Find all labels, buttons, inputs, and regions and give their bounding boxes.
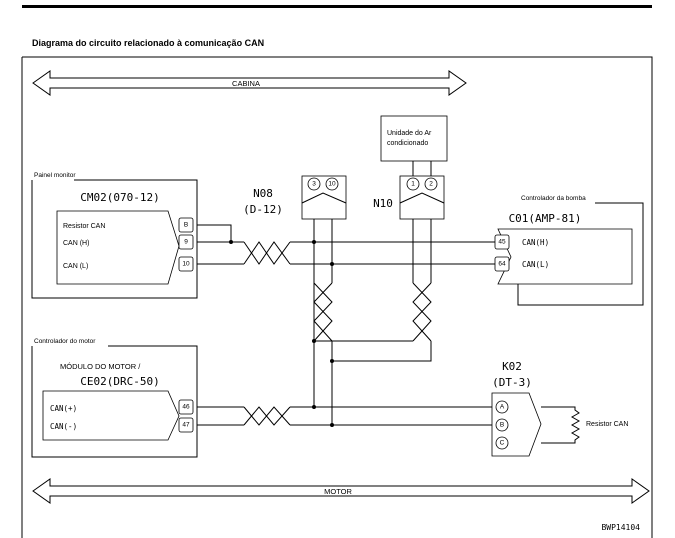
pin-box bbox=[495, 400, 509, 414]
pin-box bbox=[406, 177, 420, 191]
bomba-module-box bbox=[497, 228, 633, 285]
motor-arrow bbox=[32, 478, 650, 504]
motor-section-label: Controlador do motor bbox=[34, 338, 96, 345]
ar-unit-box bbox=[380, 115, 448, 162]
twist-n10-b bbox=[412, 282, 432, 342]
junction-dot bbox=[330, 262, 334, 266]
controlador-motor: Controlador do motor MÓDULO DO MOTOR / C… bbox=[31, 338, 198, 458]
k02-code: (DT-3) bbox=[492, 376, 532, 389]
bomba-row-can-h: CAN(H) bbox=[522, 238, 549, 247]
n08-code: (D-12) bbox=[243, 203, 283, 216]
pin-label: A bbox=[500, 404, 505, 411]
ar-condicionado-unit: Unidade do Ar condicionado bbox=[380, 115, 448, 176]
resistor-can-symbol bbox=[541, 406, 581, 444]
painel-module-box bbox=[56, 210, 180, 285]
pin-box bbox=[494, 256, 510, 272]
pin-box bbox=[178, 217, 194, 233]
bomba-section-label: Controlador da bomba bbox=[521, 195, 586, 202]
pin-label: 2 bbox=[429, 181, 433, 188]
pin-box bbox=[307, 177, 321, 191]
cabina-label: CABINA bbox=[232, 79, 260, 88]
motor-row-can-minus: CAN(-) bbox=[50, 422, 77, 431]
k02-resistor-label: Resistor CAN bbox=[586, 421, 628, 428]
junction-dot bbox=[229, 240, 233, 244]
pin-label: C bbox=[500, 440, 505, 447]
twist-n08-b bbox=[313, 282, 333, 342]
pin-box bbox=[424, 177, 438, 191]
ar-unit-line1: Unidade do Ar bbox=[387, 130, 432, 137]
pin-label: B bbox=[500, 422, 504, 429]
connector-n10: N10 1 2 bbox=[373, 175, 445, 220]
pin-label: 3 bbox=[312, 181, 316, 188]
painel-monitor: Painel monitor CM02(070-12) Resistor CAN… bbox=[31, 172, 198, 299]
pin-label: 47 bbox=[182, 422, 190, 429]
junction-dot bbox=[312, 405, 316, 409]
motor-module-label: MÓDULO DO MOTOR / bbox=[60, 362, 141, 371]
top-rule bbox=[22, 5, 652, 8]
wire-resistor-jumper bbox=[197, 224, 232, 242]
ar-unit-line2: condicionado bbox=[387, 140, 428, 147]
twist-top-b bbox=[243, 241, 291, 265]
painel-row-can-h: CAN (H) bbox=[63, 240, 89, 247]
pin-label: 45 bbox=[498, 239, 506, 246]
pin-box bbox=[178, 256, 194, 272]
pin-box bbox=[178, 399, 194, 415]
diagram-title: Diagrama do circuito relacionado à comun… bbox=[32, 38, 264, 48]
controlador-bomba: Controlador da bomba C01(AMP-81) 45 64 C… bbox=[494, 195, 644, 306]
motor-module-box bbox=[42, 390, 180, 441]
pin-label: B bbox=[184, 222, 188, 229]
frame-top-right bbox=[22, 56, 653, 538]
twist-bottom-b bbox=[243, 406, 291, 426]
pin-box bbox=[178, 417, 194, 433]
wiring bbox=[197, 219, 495, 426]
cabina-arrow bbox=[32, 70, 467, 96]
junction-dot bbox=[330, 423, 334, 427]
junction-dot bbox=[312, 240, 316, 244]
motor-connector-label: CE02(DRC-50) bbox=[80, 375, 159, 388]
bomba-connector-label: C01(AMP-81) bbox=[509, 212, 582, 225]
pin-box bbox=[495, 436, 509, 450]
pin-box bbox=[325, 177, 339, 191]
painel-outer-box bbox=[31, 179, 198, 299]
pin-label: 10 bbox=[182, 261, 190, 268]
painel-row-can-l: CAN (L) bbox=[63, 263, 88, 270]
motor-label: MOTOR bbox=[324, 487, 352, 496]
junction-dot bbox=[330, 359, 334, 363]
figure-code: BWP14104 bbox=[601, 523, 640, 532]
painel-connector-label: CM02(070-12) bbox=[80, 191, 159, 204]
connector-k02: K02 (DT-3) A B C Resistor CAN bbox=[491, 360, 628, 457]
pin-label: 10 bbox=[328, 181, 336, 188]
k02-name: K02 bbox=[502, 360, 522, 373]
n08-chevron bbox=[301, 192, 347, 204]
n08-name: N08 bbox=[253, 187, 273, 200]
pin-box bbox=[495, 418, 509, 432]
wire-n10-l-link bbox=[332, 341, 432, 362]
pin-label: 1 bbox=[411, 181, 415, 188]
n10-name: N10 bbox=[373, 197, 393, 210]
pin-box bbox=[178, 234, 194, 250]
motor-row-can-plus: CAN(+) bbox=[50, 404, 77, 413]
pin-label: 64 bbox=[498, 261, 506, 268]
n10-body bbox=[399, 175, 445, 220]
pin-box bbox=[494, 234, 510, 250]
painel-section-label: Painel monitor bbox=[34, 172, 76, 179]
junction-dot bbox=[312, 339, 316, 343]
painel-row-resistor: Resistor CAN bbox=[63, 223, 105, 230]
connector-n08: N08 (D-12) 3 10 bbox=[243, 175, 347, 220]
junction-dots bbox=[229, 240, 334, 427]
motor-outer-box bbox=[31, 345, 198, 458]
pin-label: 9 bbox=[184, 239, 188, 246]
pin-label: 46 bbox=[182, 404, 190, 411]
bomba-row-can-l: CAN(L) bbox=[522, 260, 549, 269]
n10-chevron bbox=[399, 192, 445, 204]
